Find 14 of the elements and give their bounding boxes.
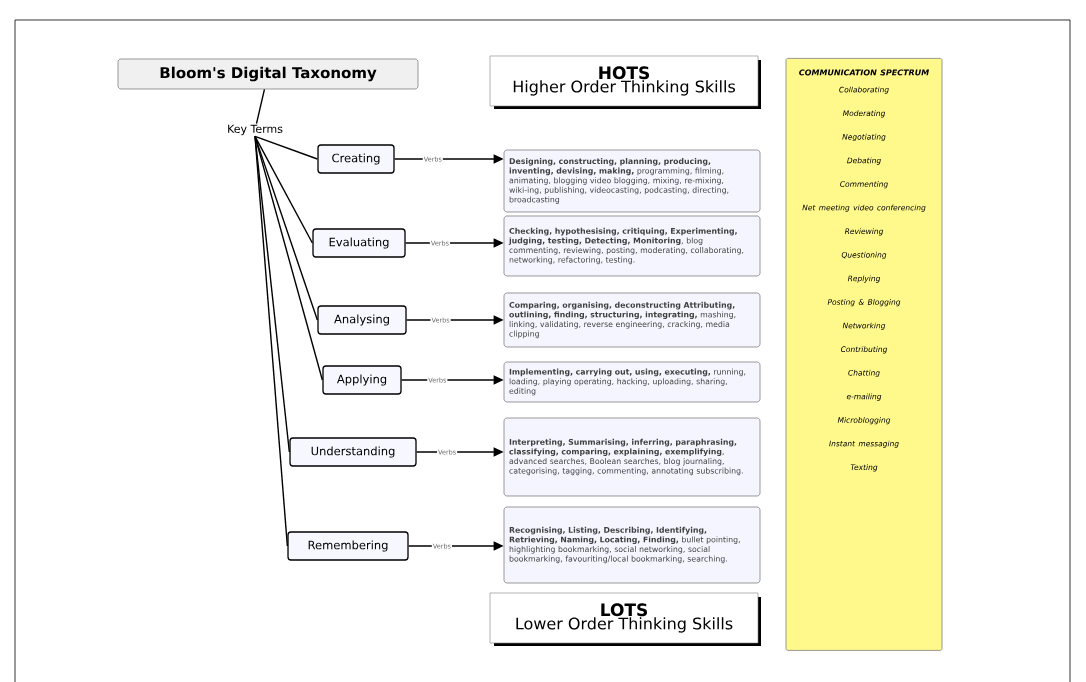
level-box: Applying: [322, 365, 402, 395]
connector-line: [254, 135, 314, 244]
banner-box: LOTS Lower Order Thinking Skills: [489, 592, 761, 646]
banner-box: HOTS Higher Order Thinking Skills: [489, 55, 761, 109]
connector-line: [254, 135, 289, 547]
level-box: Analysing: [317, 305, 407, 335]
title-box: Bloom's Digital Taxonomy: [117, 58, 419, 90]
level-box: Evaluating: [312, 228, 406, 258]
connector-line: [255, 88, 266, 125]
key-terms-text: Key Terms: [228, 124, 283, 136]
level-box: Remembering: [287, 531, 409, 561]
level-box: Creating: [317, 144, 395, 174]
level-box: Understanding: [289, 437, 417, 467]
connector-line: [254, 135, 319, 160]
